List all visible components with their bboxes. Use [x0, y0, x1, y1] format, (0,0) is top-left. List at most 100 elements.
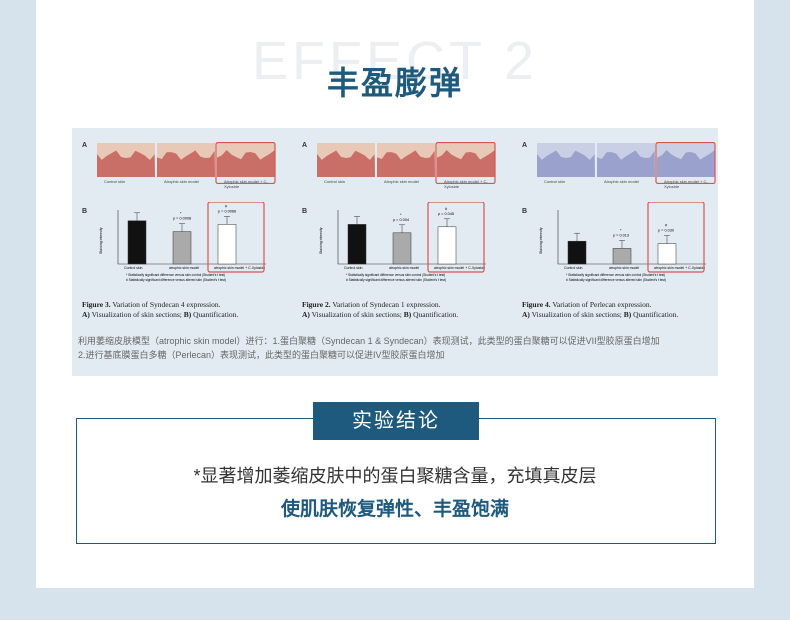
section-watermark: EFFECT 2 — [251, 31, 539, 91]
p-value-label: # — [445, 207, 448, 211]
figure-number: Figure 4. — [522, 300, 551, 309]
description-line-2: 2.进行基底膜蛋白多糖（Perlecan）表现测试，此类型的蛋白聚糖可以促进IV… — [78, 350, 445, 360]
section-caption: Control skin — [324, 179, 346, 184]
figure-caption: Figure 2. Variation of Syndecan 1 expres… — [302, 300, 502, 320]
bar-3 — [217, 224, 237, 265]
skin-section-images — [537, 142, 716, 184]
p-value-label: p = 0.013 — [613, 233, 629, 237]
conclusion-line-1: *显著增加萎缩皮肤中的蛋白聚糖含量，充填真皮层 — [193, 466, 597, 486]
significance-note: # Statistically significant difference v… — [566, 278, 666, 282]
section-caption: Atrophic skin model + C-Xyloside — [444, 179, 488, 189]
p-value-label: # — [665, 224, 668, 228]
highlight-box-chart — [427, 202, 485, 273]
error-bar-1 — [134, 212, 140, 221]
figure-sub-b: B) — [183, 310, 192, 319]
p-value-label: * — [180, 212, 182, 216]
conclusion-badge: 实验结论 — [313, 402, 479, 440]
section-caption: Atrophic skin model — [384, 179, 419, 184]
error-bar-1 — [574, 232, 580, 242]
bar-3 — [657, 243, 677, 265]
skin-section-3 — [217, 143, 275, 177]
section-caption: Control skin — [104, 179, 126, 184]
figure-caption: Figure 3. Variation of Syndecan 4 expres… — [82, 300, 282, 320]
description-line-1: 利用萎缩皮肤模型（atrophic skin model）进行：1.蛋白聚糖（S… — [78, 336, 660, 346]
section-title: 丰盈膨弹 — [326, 64, 463, 102]
bar-1 — [567, 240, 587, 265]
section-caption: Atrophic skin model + C-Xyloside — [664, 179, 708, 189]
section-caption: Atrophic skin model — [604, 179, 639, 184]
panel-label-a: A — [522, 142, 528, 149]
p-value-label: p = 0.045 — [438, 212, 454, 216]
y-axis-label: Staining intensity — [539, 227, 543, 254]
bar-1 — [347, 224, 367, 265]
x-tick-label: atrophic skin model + C-Xyloside — [434, 266, 485, 270]
error-bar-2 — [399, 224, 405, 233]
skin-section-2 — [377, 143, 435, 177]
p-value-label: p = 0.030 — [658, 229, 674, 233]
highlight-box-chart — [207, 202, 265, 273]
y-axis-label: Staining intensity — [319, 227, 323, 254]
bar-2 — [392, 232, 412, 265]
skin-section-3 — [437, 143, 495, 177]
skin-section-1 — [97, 143, 155, 177]
significance-note: * Statistically significant difference v… — [126, 273, 225, 277]
skin-section-images — [97, 142, 276, 184]
figure-sub-a: A) — [302, 310, 310, 319]
panel-label-a: A — [302, 142, 308, 149]
skin-section-images — [317, 142, 496, 184]
figure-title: Variation of Perlecan expression. — [550, 300, 652, 309]
panel-label-b: B — [82, 208, 88, 215]
panel-label-b: B — [302, 208, 308, 215]
figure-title: Variation of Syndecan 4 expression. — [110, 300, 221, 309]
bar-3 — [437, 226, 457, 265]
skin-section-1 — [317, 143, 375, 177]
figure-sub-b-text: Quantification. — [631, 310, 679, 319]
skin-section-2 — [597, 143, 655, 177]
error-bar-2 — [619, 240, 625, 249]
figure-2: A B Control skin Atrophic skin model Atrophi… — [302, 138, 502, 319]
figure-sub-a-text: Visualization of skin sections; — [89, 310, 184, 319]
figure-panel: A B Control skin Atrophic skin model Atrophi… — [72, 128, 718, 376]
p-value-label: # — [225, 204, 228, 208]
x-tick-label: atrophic skin model — [169, 266, 199, 270]
figure-description: 利用萎缩皮肤模型（atrophic skin model）进行：1.蛋白聚糖（S… — [78, 334, 708, 362]
section-caption: Control skin — [544, 179, 566, 184]
chart-axes — [117, 210, 266, 265]
highlight-box-image — [435, 142, 496, 184]
figure-number: Figure 2. — [302, 300, 331, 309]
figure-sub-b: B) — [403, 310, 412, 319]
significance-note: * Statistically significant difference v… — [566, 273, 665, 277]
conclusion-line-2: 使肌肤恢复弹性、丰盈饱满 — [280, 499, 509, 520]
skin-section-3 — [657, 143, 715, 177]
skin-section-1 — [537, 143, 595, 177]
x-tick-label: atrophic skin model — [609, 266, 639, 270]
p-value-label: p = 0.0066 — [218, 209, 236, 213]
section-caption: Atrophic skin model + C-Xyloside — [224, 179, 268, 189]
x-tick-label: atrophic skin model — [389, 266, 419, 270]
figure-title: Variation of Syndecan 1 expression. — [330, 300, 441, 309]
error-bar-1 — [354, 216, 360, 225]
y-axis-label: Staining intensity — [99, 227, 103, 254]
p-value-label: p = 0.0008 — [173, 217, 191, 221]
figure-sub-b-text: Quantification. — [191, 310, 239, 319]
error-bar-2 — [179, 223, 185, 232]
x-tick-label: atrophic skin model + C-Xyloside — [654, 266, 705, 270]
section-caption: Atrophic skin model — [164, 179, 199, 184]
significance-note: # Statistically significant difference v… — [126, 278, 226, 282]
figure-sub-a-text: Visualization of skin sections; — [529, 310, 624, 319]
figure-sub-b: B) — [623, 310, 632, 319]
bar-1 — [127, 220, 147, 265]
highlight-box-image — [655, 142, 716, 184]
figure-sub-b-text: Quantification. — [411, 310, 459, 319]
chart-axes — [557, 210, 706, 265]
chart-axes — [337, 210, 486, 265]
figure-sub-a: A) — [522, 310, 530, 319]
x-tick-label: Control skin — [124, 266, 143, 270]
figure-sub-a: A) — [82, 310, 90, 319]
significance-note: # Statistically significant difference v… — [346, 278, 446, 282]
